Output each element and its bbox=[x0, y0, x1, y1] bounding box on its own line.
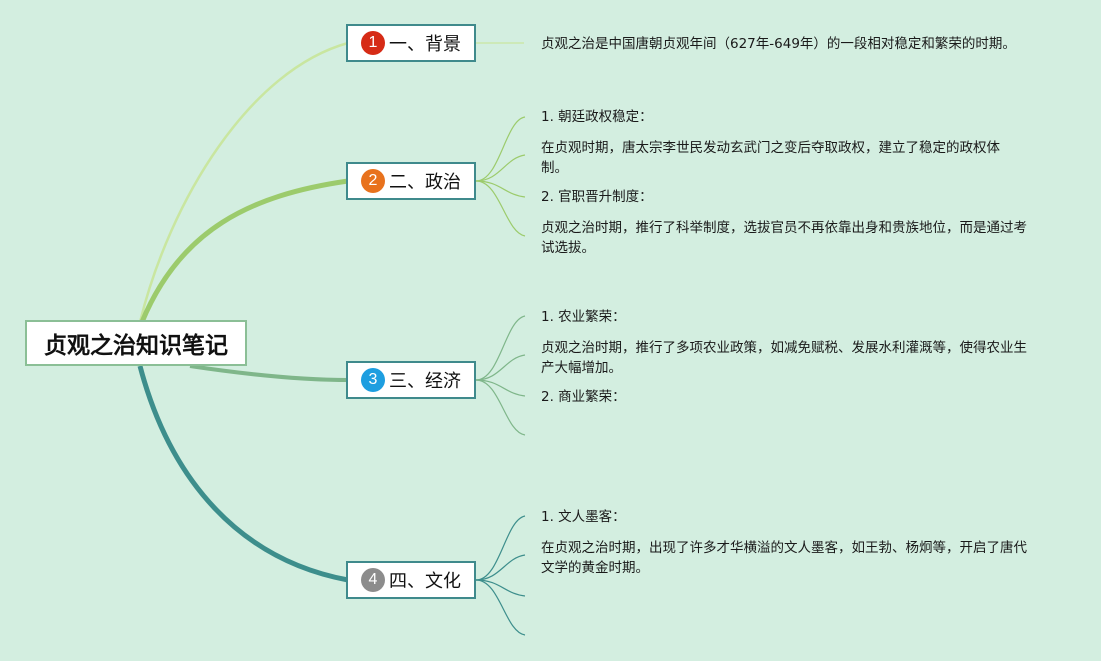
leaf-line-3-2 bbox=[475, 354, 526, 381]
leaf-line-3-1 bbox=[475, 315, 526, 381]
topic-label: 四、文化 bbox=[389, 571, 461, 592]
topic-culture[interactable]: 4 四、文化 bbox=[346, 561, 476, 599]
leaf-line-4-1 bbox=[475, 515, 526, 581]
number-badge-4: 4 bbox=[361, 568, 385, 592]
leaf-line-2-2 bbox=[475, 154, 526, 182]
leaf-text[interactable]: 贞观之治是中国唐朝贞观年间（627年-649年）的一段相对稳定和繁荣的时期。 bbox=[541, 36, 1016, 52]
leaf-line-4-2 bbox=[475, 554, 526, 581]
leaf-text[interactable]: 1. 朝廷政权稳定： bbox=[541, 109, 653, 125]
branch-line-4 bbox=[137, 365, 349, 583]
leaf-text[interactable]: 在贞观之治时期，出现了许多才华横溢的文人墨客，如王勃、杨炯等，开启了唐代文学的黄… bbox=[541, 540, 1027, 576]
leaf-line-3-4 bbox=[475, 379, 526, 436]
number-badge-2: 2 bbox=[361, 169, 385, 193]
topic-label: 三、经济 bbox=[389, 371, 461, 392]
branch-line-1 bbox=[138, 41, 349, 323]
topic-background[interactable]: 1 一、背景 bbox=[346, 24, 476, 62]
branch-line-2 bbox=[139, 178, 349, 323]
leaf-line-4-4 bbox=[475, 579, 526, 636]
leaf-text[interactable]: 2. 商业繁荣： bbox=[541, 389, 626, 405]
topic-label: 二、政治 bbox=[389, 172, 461, 193]
central-topic[interactable]: 贞观之治知识笔记 bbox=[25, 320, 247, 366]
leaf-text[interactable]: 贞观之治时期，推行了多项农业政策，如减免赋税、发展水利灌溉等，使得农业生产大幅增… bbox=[541, 340, 1027, 376]
topic-politics[interactable]: 2 二、政治 bbox=[346, 162, 476, 200]
leaf-text[interactable]: 2. 官职晋升制度： bbox=[541, 189, 653, 205]
leaf-text[interactable]: 1. 农业繁荣： bbox=[541, 309, 626, 325]
branch-line-3 bbox=[189, 364, 349, 382]
topic-economy[interactable]: 3 三、经济 bbox=[346, 361, 476, 399]
leaf-line-2-4 bbox=[475, 180, 526, 237]
number-badge-1: 1 bbox=[361, 31, 385, 55]
leaf-text[interactable]: 贞观之治时期，推行了科举制度，选拔官员不再依靠出身和贵族地位，而是通过考试选拔。 bbox=[541, 220, 1027, 256]
central-topic-title: 贞观之治知识笔记 bbox=[44, 333, 228, 359]
number-badge-3: 3 bbox=[361, 368, 385, 392]
leaf-text[interactable]: 1. 文人墨客： bbox=[541, 509, 626, 525]
topic-label: 一、背景 bbox=[389, 34, 461, 55]
leaf-line-2-1 bbox=[475, 116, 526, 182]
leaf-text[interactable]: 在贞观时期，唐太宗李世民发动玄武门之变后夺取政权，建立了稳定的政权体制。 bbox=[541, 140, 1000, 176]
